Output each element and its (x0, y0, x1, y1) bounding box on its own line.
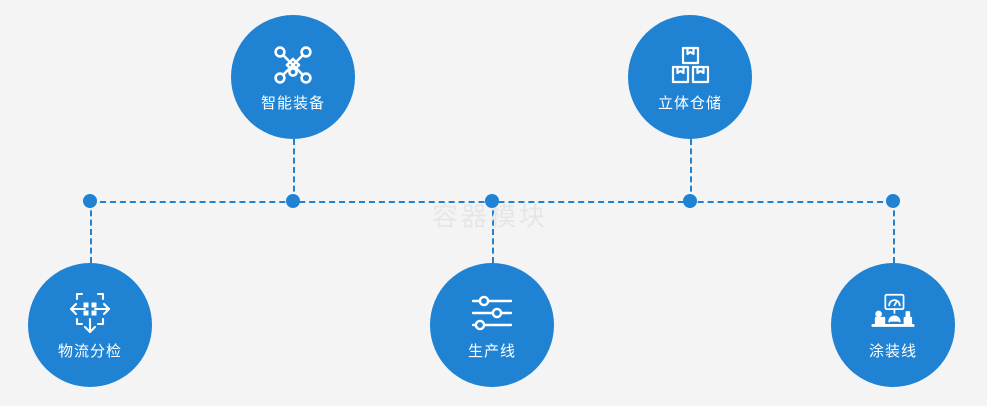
factory-monitor-icon (870, 292, 916, 334)
bubble-label-production-line: 生产线 (467, 342, 516, 360)
node-dot-3[interactable] (485, 194, 499, 208)
branch-painting-line (893, 201, 895, 263)
bubble-label-smart-equipment: 智能装备 (260, 94, 325, 112)
node-dot-4[interactable] (683, 194, 697, 208)
node-dot-5[interactable] (886, 194, 900, 208)
stacked-boxes-icon (667, 44, 713, 86)
bubble-label-painting-line: 涂装线 (868, 342, 917, 360)
four-way-sorting-arrows-icon (67, 292, 113, 334)
branch-stereo-warehouse (690, 139, 692, 201)
branch-production-line (492, 201, 494, 263)
bubble-production-line[interactable]: 生产线 (430, 263, 554, 387)
bubble-stereo-warehouse[interactable]: 立体仓储 (628, 15, 752, 139)
bubble-smart-equipment[interactable]: 智能装备 (231, 15, 355, 139)
node-network-icon (270, 44, 316, 86)
sliders-icon (469, 292, 515, 334)
node-dot-1[interactable] (83, 194, 97, 208)
bubble-label-stereo-warehouse: 立体仓储 (657, 94, 722, 112)
node-dot-2[interactable] (286, 194, 300, 208)
branch-logistics-sorting (90, 201, 92, 263)
bubble-painting-line[interactable]: 涂装线 (831, 263, 955, 387)
branch-smart-equipment (293, 139, 295, 201)
bubble-label-logistics-sorting: 物流分检 (57, 342, 122, 360)
bubble-logistics-sorting[interactable]: 物流分检 (28, 263, 152, 387)
